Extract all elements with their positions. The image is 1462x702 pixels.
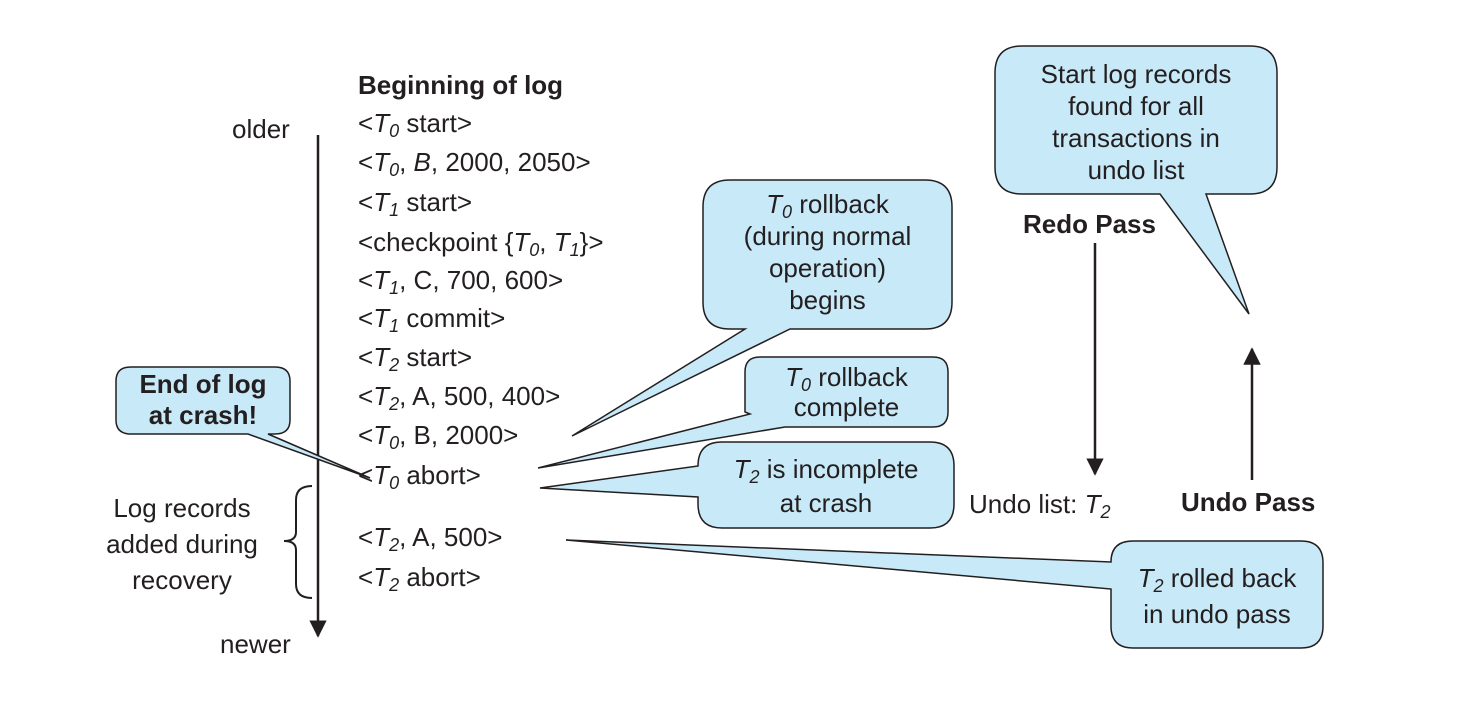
recovery-brace [283, 485, 313, 599]
log-record: <T1 start> [358, 187, 473, 220]
end-of-log-bubble [115, 366, 371, 479]
rollback-begins-text: T0 rollback (during normal operation) be… [743, 189, 912, 315]
incomplete-text: T2 is incomplete at crash [733, 454, 919, 518]
log-record: <T0, B, 2000> [358, 420, 519, 453]
rolled-back-text: T2 rolled back in undo pass [1137, 563, 1297, 629]
log-record: <T0, B, 2000, 2050> [358, 147, 591, 180]
log-record: <T0 start> [358, 108, 473, 141]
undo-pass-label: Undo Pass [1181, 487, 1316, 517]
log-record: <T1, C, 700, 600> [358, 265, 564, 298]
end-of-log-text: End of log at crash! [139, 369, 267, 430]
undo-list-label: Undo list: T2 [969, 489, 1111, 522]
incomplete-bubble [539, 441, 955, 529]
log-record: <T2, A, 500> [358, 522, 503, 555]
log-record: <checkpoint {T0, T1}> [358, 227, 604, 260]
redo-pass-label: Redo Pass [1023, 209, 1156, 239]
log-record: <T2 start> [358, 342, 473, 375]
log-heading: Beginning of log [358, 70, 564, 100]
start-records-text: Start log records found for all transact… [1040, 59, 1232, 185]
rollback-complete-text: T0 rollback complete [785, 362, 908, 422]
log-record: <T1 commit> [358, 303, 506, 336]
rollback-begins-bubble [571, 179, 953, 437]
older-label: older [232, 114, 290, 144]
start-records-bubble [994, 45, 1278, 315]
log-record: <T2 abort> [358, 562, 481, 595]
rollback-complete-bubble [537, 356, 949, 469]
newer-label: newer [220, 629, 291, 659]
log-record: <T2, A, 500, 400> [358, 381, 561, 414]
callout-bubbles [115, 45, 1324, 649]
rolled-back-bubble [565, 539, 1324, 649]
recovery-label: Log records added during recovery [106, 493, 258, 595]
log-record: <T0 abort> [358, 460, 481, 493]
